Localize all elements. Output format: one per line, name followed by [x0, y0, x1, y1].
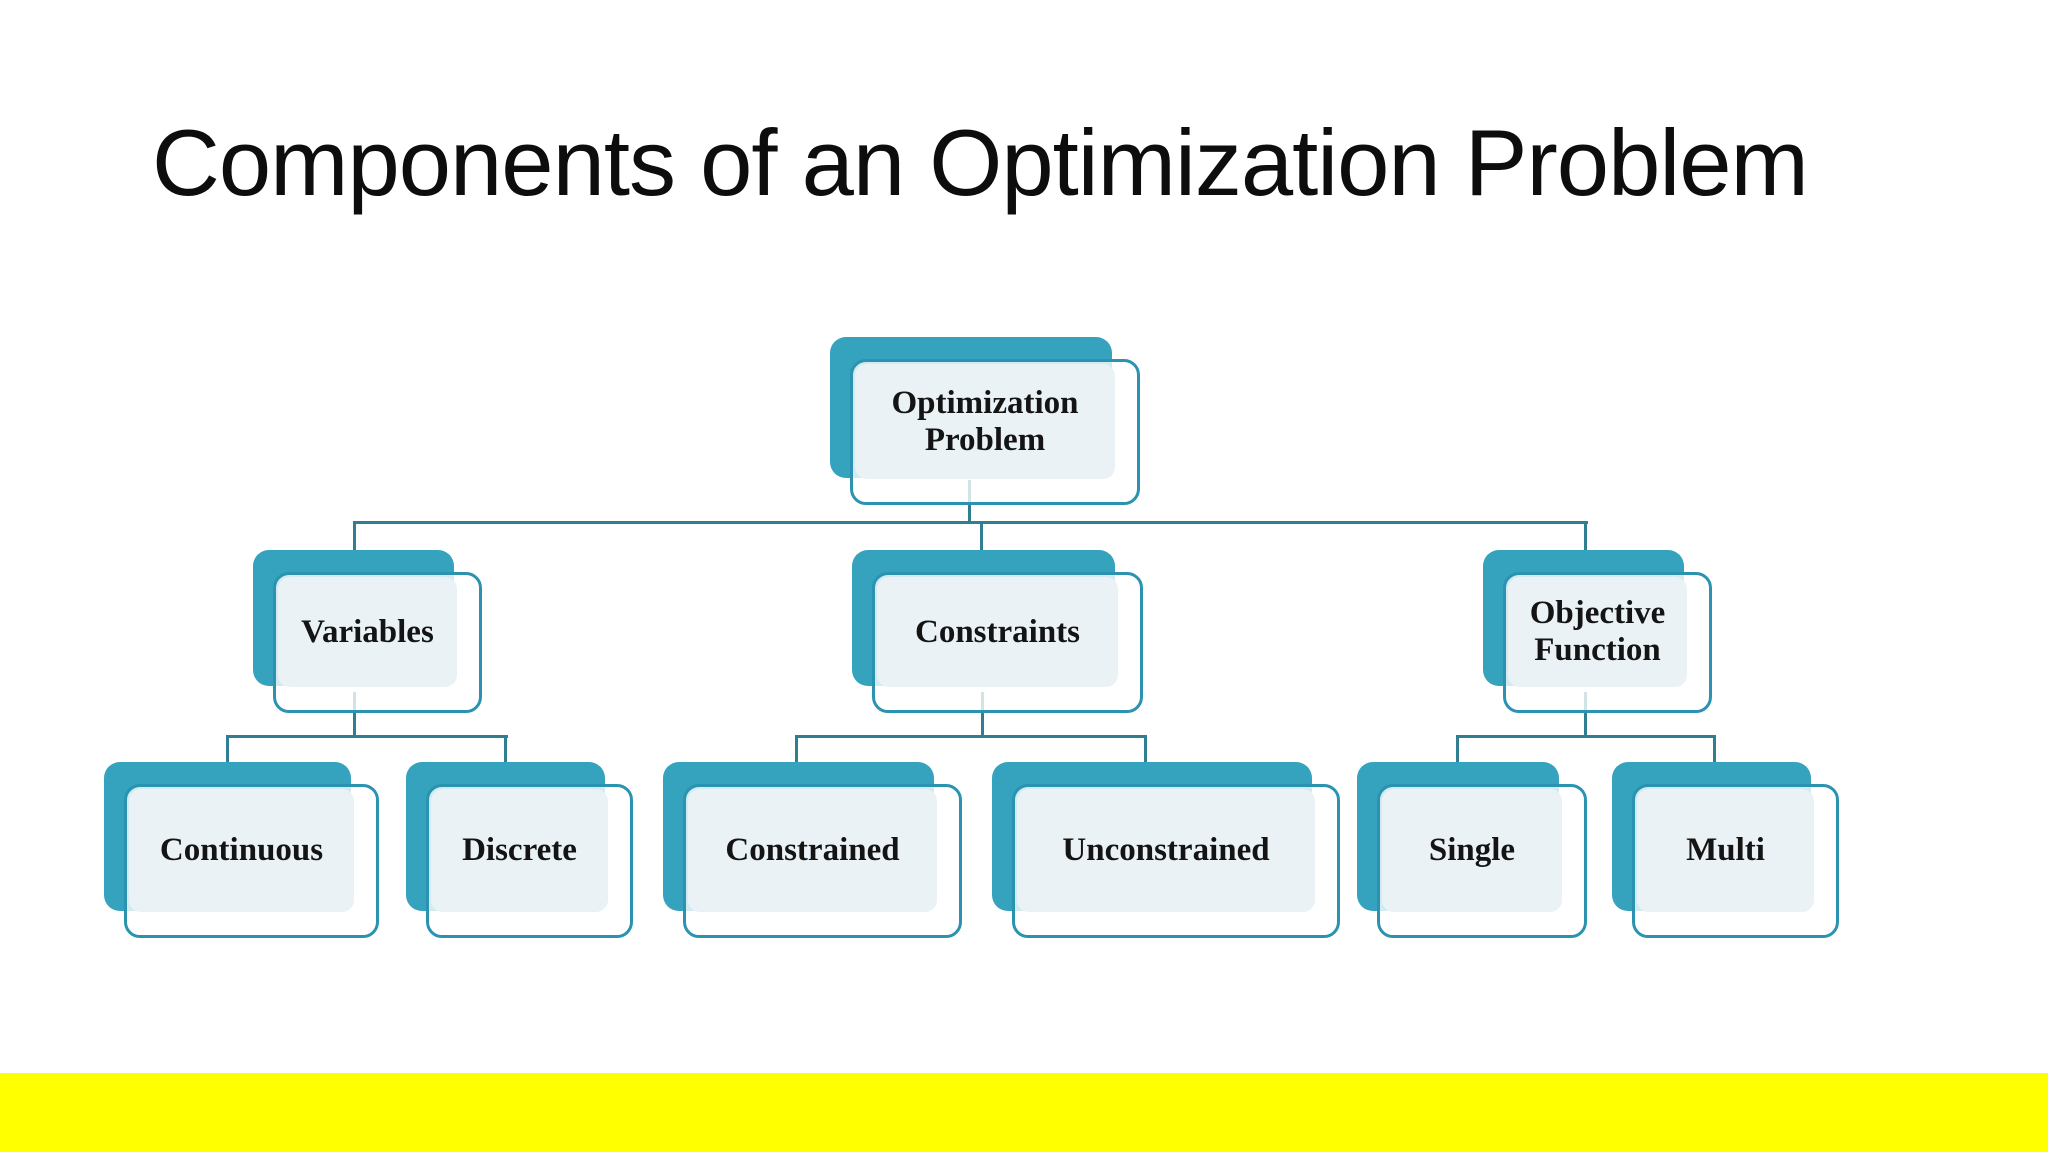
node-inner-panel: Unconstrained: [1017, 789, 1315, 912]
node-label: Multi: [1686, 832, 1765, 869]
slide-title: Components of an Optimization Problem: [152, 110, 1809, 215]
node-inner-panel: Constrained: [688, 789, 937, 912]
connector-constraints-drop: [980, 521, 983, 556]
connector-variables-stem: [353, 692, 356, 738]
node-front-panel: Constraints: [872, 572, 1143, 713]
connector-constrained-drop: [795, 735, 798, 765]
node-label: Single: [1428, 832, 1516, 869]
node-label: Unconstrained: [1062, 832, 1270, 869]
node-front-panel: Discrete: [426, 784, 633, 938]
node-front-panel: Objective Function: [1503, 572, 1712, 713]
connector-objective-stem: [1584, 692, 1587, 738]
connector-constraints-rail: [795, 735, 1147, 738]
node-inner-panel: Single: [1382, 789, 1562, 912]
connector-constraints-stem: [981, 692, 984, 738]
node-label: Objective Function: [1529, 595, 1666, 668]
node-label: Constraints: [914, 613, 1081, 650]
node-unconstrained: Unconstrained: [992, 762, 1340, 938]
node-label: Discrete: [462, 832, 577, 869]
connector-level1-rail: [354, 521, 1588, 524]
node-objective-function: Objective Function: [1483, 550, 1712, 713]
node-inner-panel: Constraints: [877, 577, 1118, 687]
connector-variables-rail: [226, 735, 508, 738]
node-optimization-problem: Optimization Problem: [830, 337, 1140, 505]
node-discrete: Discrete: [406, 762, 633, 938]
node-front-panel: Multi: [1632, 784, 1839, 938]
node-label: Variables: [301, 613, 434, 650]
node-label: Continuous: [159, 832, 324, 869]
node-inner-panel: Variables: [278, 577, 457, 687]
node-inner-panel: Multi: [1637, 789, 1814, 912]
connector-single-drop: [1456, 735, 1459, 765]
node-front-panel: Unconstrained: [1012, 784, 1340, 938]
node-front-panel: Continuous: [124, 784, 379, 938]
node-inner-panel: Optimization Problem: [855, 364, 1115, 479]
connector-objective-drop: [1584, 521, 1587, 556]
connector-unconstrained-drop: [1144, 735, 1147, 765]
node-continuous: Continuous: [104, 762, 379, 938]
connector-variables-drop: [353, 521, 356, 556]
connector-discrete-drop: [504, 735, 507, 765]
bottom-accent-bar: [0, 1073, 2048, 1152]
node-front-panel: Constrained: [683, 784, 962, 938]
node-front-panel: Variables: [273, 572, 482, 713]
node-label: Constrained: [725, 832, 900, 869]
node-constraints: Constraints: [852, 550, 1143, 713]
node-constrained: Constrained: [663, 762, 962, 938]
node-inner-panel: Objective Function: [1508, 577, 1687, 687]
connector-objective-rail: [1456, 735, 1716, 738]
node-multi: Multi: [1612, 762, 1839, 938]
connector-multi-drop: [1713, 735, 1716, 765]
node-inner-panel: Discrete: [431, 789, 608, 912]
node-variables: Variables: [253, 550, 482, 713]
node-single: Single: [1357, 762, 1587, 938]
node-front-panel: Optimization Problem: [850, 359, 1140, 505]
connector-continuous-drop: [226, 735, 229, 765]
node-label: Optimization Problem: [891, 384, 1079, 458]
node-inner-panel: Continuous: [129, 789, 354, 912]
node-front-panel: Single: [1377, 784, 1587, 938]
